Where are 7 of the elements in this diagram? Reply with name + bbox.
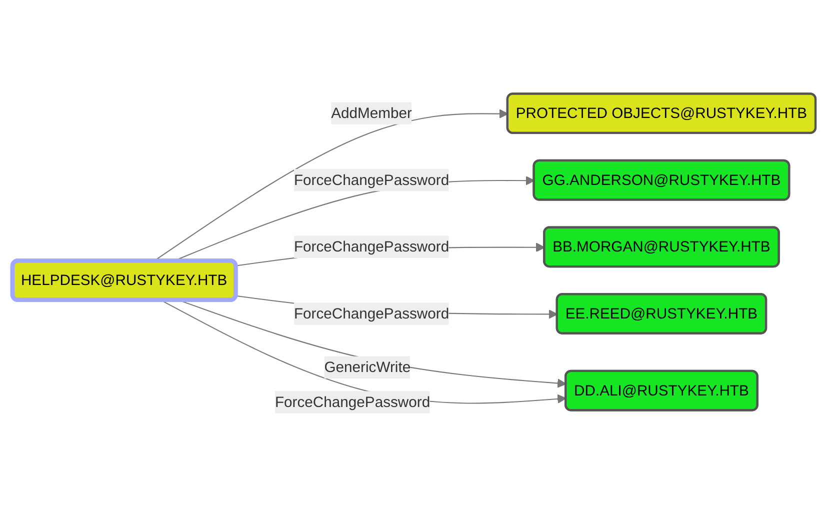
edge-label: ForceChangePassword (294, 304, 450, 322)
edge-label: AddMember (331, 104, 412, 122)
edge-label: ForceChangePassword (294, 171, 450, 188)
edge-label: ForceChangePassword (274, 393, 430, 410)
edge-label: GenericWrite (324, 358, 411, 376)
arrow (161, 300, 567, 404)
edge-label: ForceChangePassword (294, 238, 450, 255)
